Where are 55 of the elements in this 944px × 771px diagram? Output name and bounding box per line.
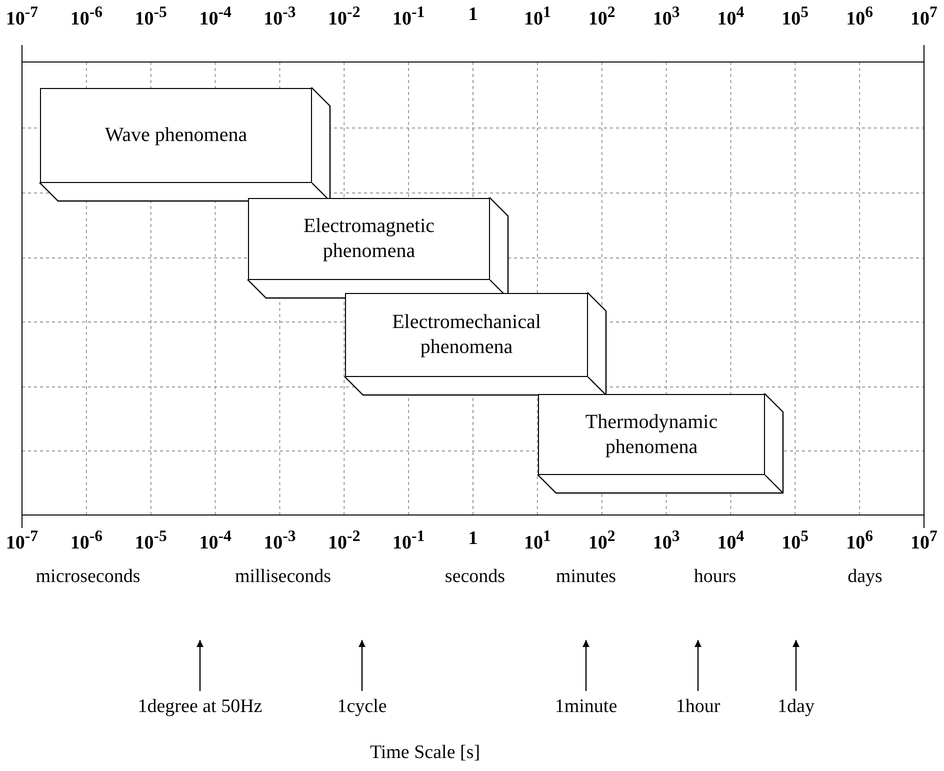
- tick-label: 10$^{-2}$: [328, 4, 360, 30]
- tick-label: 10$^{6}$: [846, 4, 874, 30]
- tick-label: 1: [468, 4, 478, 26]
- tick-label: 10$^{2}$: [588, 4, 616, 30]
- unit-label: days: [848, 566, 882, 588]
- unit-label: seconds: [444, 566, 506, 588]
- tick-label: 1: [468, 528, 478, 550]
- unit-label: minutes: [556, 566, 616, 588]
- box-label: Electromechanical phenomena: [391, 310, 542, 360]
- tick-label: 10$^{2}$: [588, 528, 616, 554]
- arrow: [694, 640, 702, 691]
- tick-label: 10$^{-5}$: [134, 528, 167, 554]
- unit-label: hours: [694, 566, 736, 588]
- annotation-label: 1day: [778, 695, 814, 719]
- tick-label: 10$^{1}$: [524, 4, 551, 30]
- arrow: [792, 640, 800, 691]
- tick-label: 10$^{3}$: [652, 528, 680, 554]
- unit-label: milliseconds: [234, 566, 332, 588]
- tick-label: 10$^{3}$: [652, 4, 680, 30]
- tick-label: 10$^{-4}$: [199, 528, 232, 554]
- arrow: [196, 640, 204, 691]
- tick-label: 10$^{-6}$: [70, 528, 103, 554]
- annotation-label: 1minute: [554, 695, 618, 719]
- tick-label: 10$^{-4}$: [199, 4, 232, 30]
- arrow: [582, 640, 590, 691]
- arrow: [358, 640, 366, 691]
- tick-label: 10$^{-2}$: [328, 528, 360, 554]
- box-label: Thermodynamic phenomena: [584, 410, 719, 460]
- phenomenon-box: [40, 88, 312, 183]
- tick-label: 10$^{7}$: [910, 4, 938, 30]
- tick-label: 10$^{-7}$: [6, 4, 38, 30]
- tick-label: 10$^{-1}$: [392, 528, 425, 554]
- axis-title: Time Scale [s]: [370, 742, 480, 764]
- tick-label: 10$^{5}$: [782, 528, 809, 554]
- annotation-label: 1degree at 50Hz: [138, 695, 262, 719]
- tick-label: 10$^{-3}$: [264, 4, 296, 30]
- tick-label: 10$^{1}$: [524, 528, 551, 554]
- annotation-label: 1cycle: [337, 695, 387, 719]
- phenomenon-box: [248, 198, 490, 280]
- box-label: Wave phenomena: [104, 123, 248, 148]
- annotation-label: 1hour: [676, 695, 720, 719]
- tick-label: 10$^{7}$: [910, 528, 938, 554]
- tick-label: 10$^{4}$: [717, 528, 744, 554]
- tick-label: 10$^{-6}$: [70, 4, 103, 30]
- phenomenon-box: [538, 394, 765, 475]
- tick-label: 10$^{6}$: [846, 528, 874, 554]
- tick-label: 10$^{5}$: [782, 4, 809, 30]
- tick-label: 10$^{-5}$: [134, 4, 167, 30]
- tick-label: 10$^{-7}$: [6, 528, 38, 554]
- tick-label: 10$^{-3}$: [264, 528, 296, 554]
- tick-label: 10$^{4}$: [717, 4, 744, 30]
- unit-label: microseconds: [36, 566, 140, 588]
- box-label: Electromagnetic phenomena: [302, 214, 436, 264]
- phenomenon-box: [345, 293, 588, 377]
- tick-label: 10$^{-1}$: [392, 4, 425, 30]
